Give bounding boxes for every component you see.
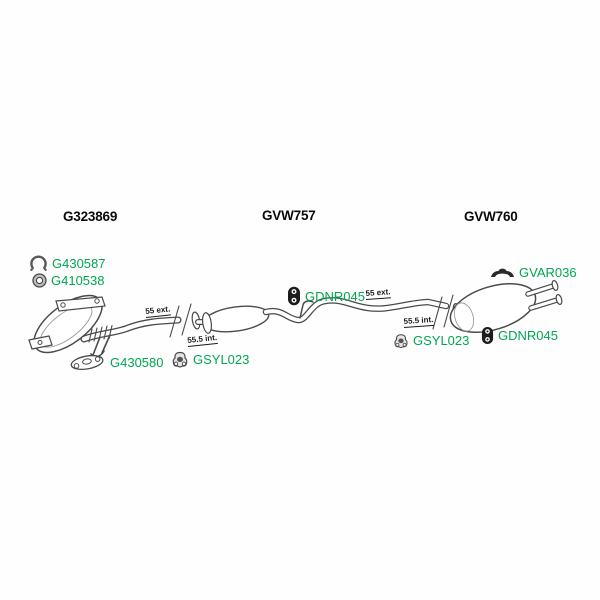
part-row-gasket-ring: G410538 [32, 273, 105, 288]
part-link-g410538[interactable]: G410538 [51, 273, 105, 288]
part-row-mid-mount: GDNR045 [287, 286, 365, 306]
catalytic-converter-drawing [28, 294, 106, 354]
part-link-gdnr045-mid[interactable]: GDNR045 [305, 288, 365, 304]
tailpipes-drawing [525, 280, 563, 311]
part-row-rear-hanger: GSYL023 [393, 331, 469, 350]
assembly-header-rear: GVW760 [464, 209, 518, 224]
part-row-front-hanger: GSYL023 [171, 349, 249, 369]
front-pipe-drawing [80, 316, 182, 343]
dimension-label-rear-int: 55.5 int. [403, 314, 434, 328]
part-row-rear-bracket: GVAR036 [490, 265, 577, 279]
dimension-label-rear-ext: 55 ext. [365, 287, 391, 300]
gasket-ring-icon [32, 273, 47, 288]
resonator-drawing [195, 305, 270, 334]
flange-gasket-icon [68, 351, 106, 373]
assembly-header-front: G323869 [63, 209, 118, 224]
part-row-flange-gasket: G430580 [68, 351, 164, 373]
part-link-g430580[interactable]: G430580 [110, 354, 164, 370]
mid-pipe-drawing [262, 297, 450, 324]
part-link-gvar036[interactable]: GVAR036 [519, 264, 577, 280]
bracket-icon [490, 265, 515, 279]
part-row-clamp: G430587 [29, 253, 106, 273]
rubber-hanger-icon [171, 349, 189, 369]
exhaust-mount-icon [287, 286, 301, 306]
part-link-gsyl023-rear[interactable]: GSYL023 [413, 333, 470, 348]
rubber-hanger-icon [393, 331, 409, 350]
clamp-icon [29, 253, 48, 273]
part-link-gdnr045-rear[interactable]: GDNR045 [498, 328, 558, 343]
exhaust-mount-icon [481, 326, 494, 345]
rear-muffler-drawing [449, 282, 537, 334]
part-link-g430587[interactable]: G430587 [52, 255, 106, 271]
part-link-gsyl023-front[interactable]: GSYL023 [193, 351, 250, 367]
part-row-rear-mount: GDNR045 [481, 326, 558, 345]
assembly-header-middle: GVW757 [262, 208, 316, 223]
